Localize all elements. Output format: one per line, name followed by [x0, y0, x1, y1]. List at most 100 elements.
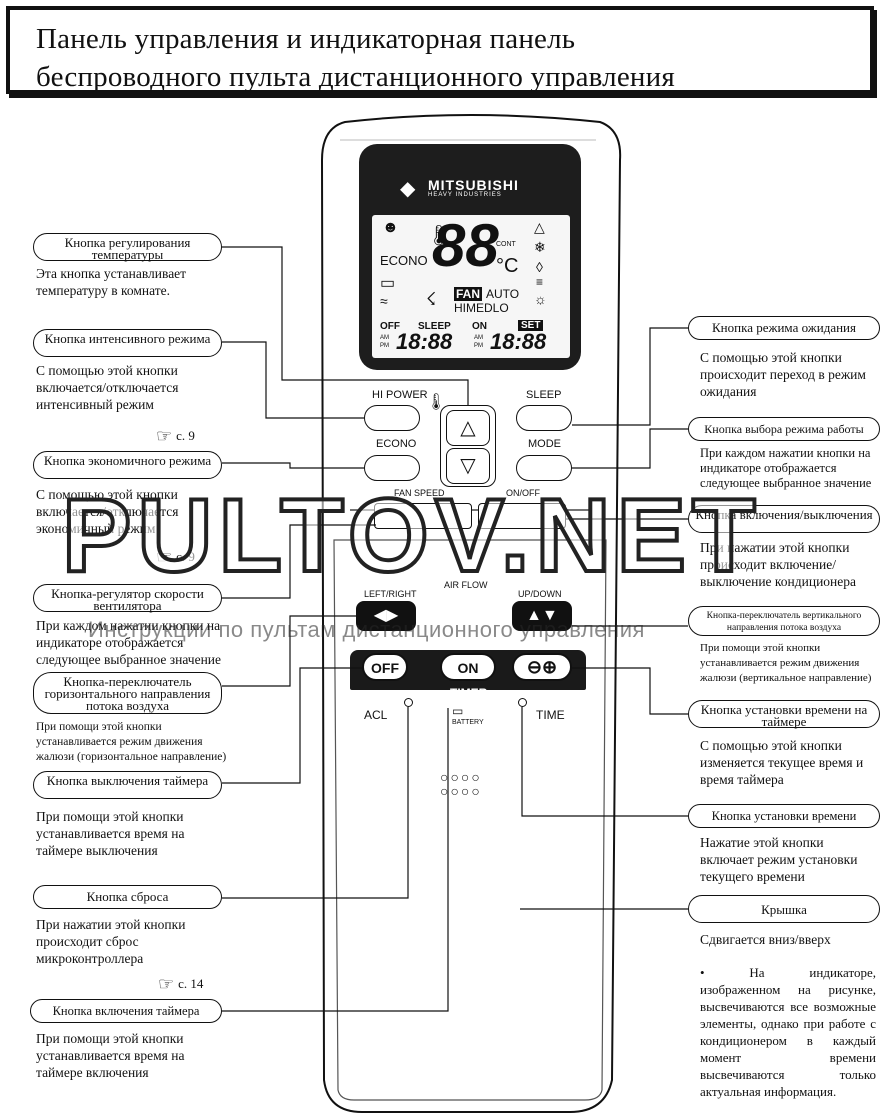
lcd-econo: ECONO [380, 253, 428, 268]
fan-mode-icon: ≡ [536, 275, 544, 289]
fan-person-icon: ☻ [382, 219, 399, 236]
up-down-button[interactable]: ▲▼ [512, 601, 572, 631]
watermark-subtitle: Инструкции по пультам дистанционного упр… [88, 617, 645, 642]
temp-up-button[interactable]: △ [446, 410, 490, 446]
sleep-button[interactable] [516, 405, 572, 431]
airconditioner-icon: ▭ [380, 275, 396, 292]
label-temperature-button: Кнопка регулирования температуры [33, 233, 222, 261]
label-sleep-button: Кнопка режима ожидания [688, 316, 880, 340]
sun-icon: ☼ [534, 291, 547, 307]
fan-speed-button[interactable] [374, 503, 472, 529]
watermark: PULTOV.NET [60, 478, 762, 594]
label-mode-button: Кнопка выбора режима работы [688, 417, 880, 441]
lcd-auto: AUTO [486, 287, 520, 301]
pointing-hand-icon: ☞ [156, 547, 173, 567]
temp-down-button[interactable]: ▽ [446, 448, 490, 484]
lcd-sleep: SLEEP [418, 321, 451, 332]
label-left-right: LEFT/RIGHT [364, 589, 417, 599]
lcd-off: OFF [380, 321, 400, 332]
econo-button[interactable] [364, 455, 420, 481]
page-title-line2: беспроводного пульта дистанционного упра… [36, 61, 675, 93]
acl-reset-button[interactable] [404, 698, 413, 707]
label-on-off-button: Кнопка включения/выключения [688, 505, 880, 533]
page-title-box: Панель управления и индикаторная панель … [6, 6, 874, 94]
lcd-am1: AM [380, 335, 389, 341]
timer-on-button[interactable]: ON [440, 653, 496, 681]
label-econo: ECONO [376, 438, 417, 450]
ir-receiver-grill: ○○○○○○○○ [440, 769, 482, 799]
label-acl: ACL [364, 708, 388, 722]
desc-timer-off-button: При помощи этой кнопки устанавливается в… [36, 809, 185, 858]
louver-icon: ☇ [426, 289, 437, 309]
cool-mode-icon: △ [534, 219, 545, 235]
label-air-flow: AIR FLOW [444, 580, 488, 590]
label-up-down-button: Кнопка-переключатель вертикального напра… [688, 606, 880, 636]
label-clock-button: Кнопка установки времени [688, 804, 880, 828]
desc-up-down-button: При помощи этой кнопки устанавливается р… [700, 642, 872, 684]
airflow-icon: ≈ [380, 293, 388, 309]
desc-clock-button: Нажатие этой кнопки включает режим устан… [700, 835, 858, 884]
time-set-button[interactable] [518, 698, 527, 707]
left-right-button[interactable]: ◀▶ [356, 601, 416, 631]
ref-econo-page: с. 9 [176, 549, 195, 564]
label-cover: Крышка [688, 895, 880, 923]
temperature-rocker[interactable]: △ ▽ [440, 405, 496, 487]
brand-subtitle: HEAVY INDUSTRIES [428, 192, 502, 198]
drop-icon: ◊ [536, 259, 543, 275]
label-sleep: SLEEP [526, 389, 562, 401]
ref-hipower-page: с. 9 [176, 428, 195, 443]
mode-button[interactable] [516, 455, 572, 481]
thermometer-small-icon: 🌡 [426, 394, 447, 411]
lcd-degree-c: °C [496, 255, 519, 277]
label-fan-speed-button: Кнопка-регулятор скорости вентилятора [33, 584, 222, 612]
mitsubishi-logo-icon: ◆ [400, 178, 416, 200]
lcd-pm2: PM [474, 343, 483, 349]
desc-hi-power-button: С помощью этой кнопки включается/отключа… [36, 363, 179, 412]
timer-off-button[interactable]: OFF [362, 653, 408, 681]
lcd-temp-digits: 88 [432, 212, 499, 279]
ref-reset: ☞с. 14 [158, 974, 203, 995]
snowflake-icon: ❄ [534, 239, 546, 255]
label-timer-set-button: Кнопка установки времени на таймере [688, 700, 880, 728]
desc-cover: Сдвигается вниз/вверх [700, 932, 831, 947]
lcd-fan: FAN [454, 287, 482, 301]
ref-hipower: ☞с. 9 [156, 426, 195, 447]
label-timer: TIMER [450, 686, 488, 700]
battery-icon: ▭ [452, 704, 464, 718]
ref-econo: ☞с. 9 [156, 547, 195, 568]
lcd-set: SET [518, 320, 544, 331]
label-hi-power: HI POWER [372, 389, 428, 401]
timer-plus-minus-button[interactable]: ⊖⊕ [512, 653, 572, 681]
lcd-on: ON [472, 321, 487, 332]
desc-temperature-button: Эта кнопка устанавливает температуру в к… [36, 266, 187, 298]
desc-reset-button: При нажатии этой кнопки происходит сброс… [36, 917, 186, 966]
thermometer-icon: 🌡 [426, 225, 452, 247]
label-up-down: UP/DOWN [518, 589, 562, 599]
desc-mode-button: При каждом нажатии кнопки на индикаторе … [700, 446, 872, 490]
lcd-am2: AM [474, 335, 483, 341]
page-title-line1: Панель управления и индикаторная панель [36, 23, 576, 55]
pointing-hand-icon: ☞ [158, 974, 175, 994]
lcd-time1: 18:88 [396, 329, 453, 354]
note-indicator: • На индикаторе, изображенном на рисунке… [700, 965, 876, 1099]
label-mode: MODE [528, 438, 561, 450]
label-battery: BATTERY [452, 719, 484, 726]
lcd-time2: 18:88 [490, 329, 547, 354]
label-on-off: ON/OFF [506, 488, 540, 498]
desc-fan-speed-button: При каждом нажатии кнопки на индикаторе … [36, 618, 222, 667]
lcd-pm1: PM [380, 343, 389, 349]
hi-power-button[interactable] [364, 405, 420, 431]
lcd-display: ☻ ECONO 🌡 88 CONT °C △ ❄ ◊ ≡ ☼ ▭ ≈ ☇ FAN… [372, 215, 570, 358]
desc-sleep-button: С помощью этой кнопки происходит переход… [700, 350, 866, 399]
desc-timer-set-button: С помощью этой кнопки изменяется текущее… [700, 738, 864, 787]
on-off-button[interactable] [478, 503, 566, 529]
label-reset-button: Кнопка сброса [33, 885, 222, 909]
pointing-hand-icon: ☞ [156, 426, 173, 446]
desc-left-right-button: При помощи этой кнопки устанавливается р… [36, 721, 227, 763]
label-timer-off-button: Кнопка выключения таймера [33, 771, 222, 799]
label-econo-button: Кнопка экономичного режима [33, 451, 222, 479]
lcd-cont: CONT [496, 241, 516, 248]
label-left-right-button: Кнопка-переключатель горизонтального нап… [33, 672, 222, 714]
label-timer-on-button: Кнопка включения таймера [30, 999, 222, 1023]
